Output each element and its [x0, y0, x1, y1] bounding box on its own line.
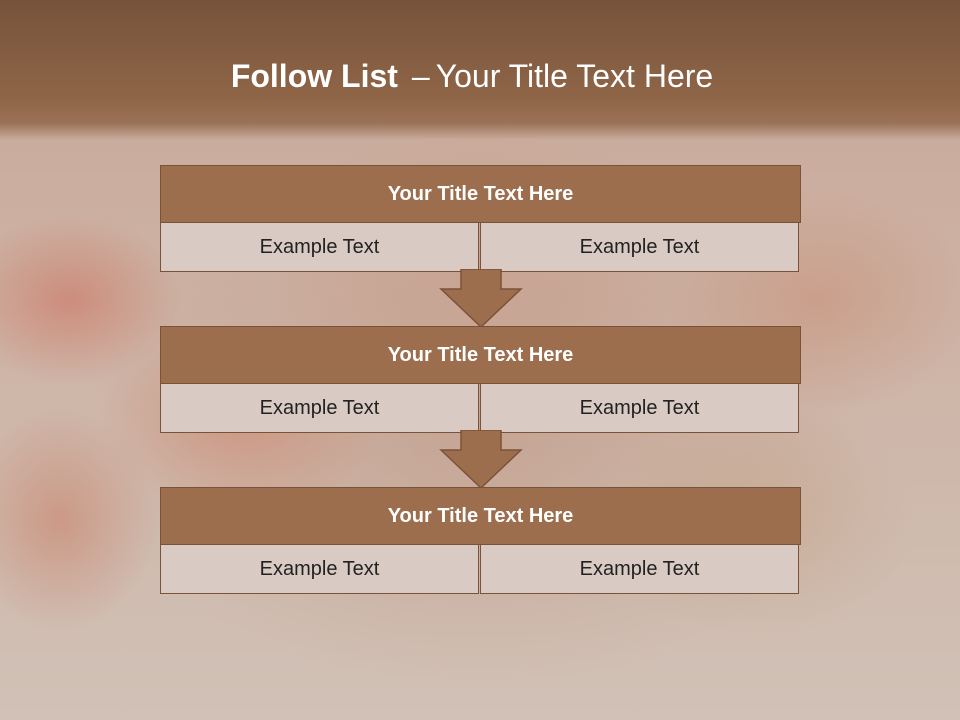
step-left-text: Example Text	[160, 222, 479, 272]
down-arrow-icon	[439, 430, 523, 490]
down-arrow-icon	[439, 269, 523, 329]
step-title: Your Title Text Here	[160, 326, 801, 384]
step-right-text: Example Text	[480, 544, 799, 594]
header-band	[0, 0, 960, 140]
step-right-text: Example Text	[480, 222, 799, 272]
step-right-text: Example Text	[480, 383, 799, 433]
slide-title-dash: –	[411, 58, 430, 94]
step-title: Your Title Text Here	[160, 165, 801, 223]
slide-title-rest: Your Title Text Here	[435, 58, 714, 94]
step-left-text: Example Text	[160, 383, 479, 433]
step-left-text: Example Text	[160, 544, 479, 594]
slide-title-bold: Follow List	[230, 58, 398, 94]
slide-title: Follow List–Your Title Text Here	[0, 54, 944, 98]
step-title: Your Title Text Here	[160, 487, 801, 545]
